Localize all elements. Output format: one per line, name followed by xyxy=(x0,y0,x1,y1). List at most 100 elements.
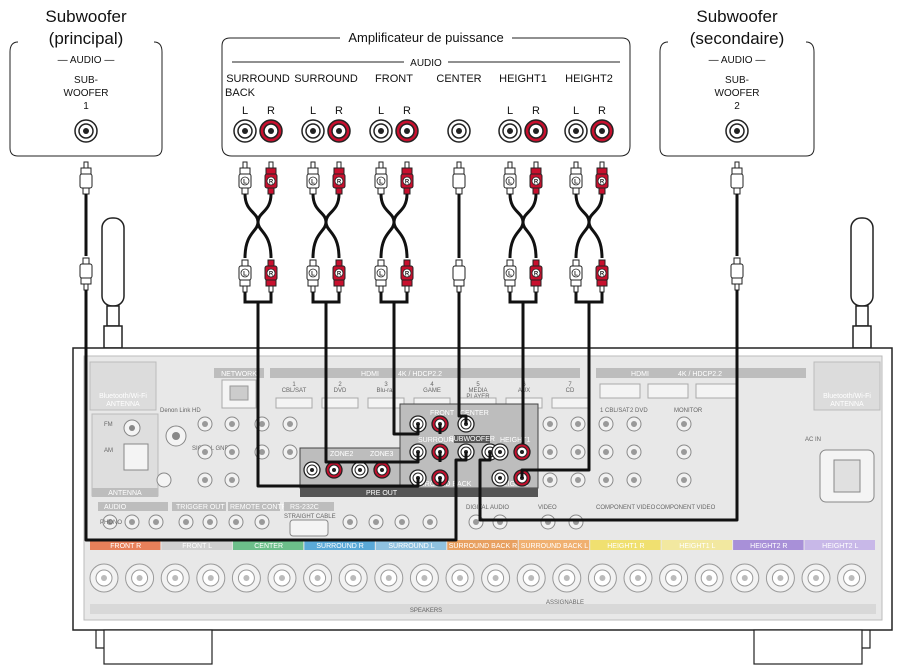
speaker-terminal xyxy=(837,563,867,593)
speaker-terminal xyxy=(125,563,155,593)
bt-antenna-right-1: Bluetooth/Wi-Fi xyxy=(823,393,871,400)
audio-in-label: AUDIO xyxy=(104,504,127,511)
subwoofer-main-jack xyxy=(74,119,98,143)
amp-channel-name: HEIGHT2 xyxy=(565,73,613,85)
bt-antenna-right-2: ANTENNA xyxy=(830,401,864,408)
cable-plug-top-right: R xyxy=(332,161,346,195)
speaker-label-text: SURROUND R xyxy=(316,543,363,550)
plug-letter: L xyxy=(574,272,578,278)
speaker-label-text: HEIGHT2 L xyxy=(822,543,858,550)
speaker-terminal xyxy=(587,563,617,593)
fm-label: FM xyxy=(104,422,113,428)
ac-in-label: AC IN xyxy=(805,437,821,443)
amp-channel-l-label: L xyxy=(310,105,316,117)
amp-channel-r-label: R xyxy=(335,105,343,117)
amp-channel-r-label: R xyxy=(532,105,540,117)
hdmi-input-label: CD xyxy=(566,388,575,394)
amplifier-title: Amplificateur de puissance xyxy=(348,30,503,45)
speaker-label-2: CENTER xyxy=(232,540,304,550)
amp-channel-name: FRONT xyxy=(375,73,413,85)
phono-label: PHONO xyxy=(100,520,122,526)
plug-letter: R xyxy=(405,272,410,278)
cable-plug-top-right: R xyxy=(400,161,414,195)
cable-plug-bottom-right: R xyxy=(332,259,346,293)
amp-channel-l-label: L xyxy=(378,105,384,117)
plug-letter: R xyxy=(269,180,274,186)
sub-cable-plug-bottom-0 xyxy=(79,257,93,291)
speaker-label-text: HEIGHT2 R xyxy=(750,543,787,550)
subwoofer-second-subtitle: (secondaire) xyxy=(690,29,785,48)
amp-jack-mono xyxy=(447,119,471,143)
speaker-terminal xyxy=(694,563,724,593)
amp-channel-3: CENTER xyxy=(436,73,482,143)
cable-plug-bottom-left: L xyxy=(503,259,517,293)
power-amplifier: Amplificateur de puissance AUDIO SURROUN… xyxy=(221,30,631,157)
plug-letter: R xyxy=(405,180,410,186)
plug-letter: R xyxy=(600,272,605,278)
amp-jack-left xyxy=(233,119,257,143)
subwoofer-secondary: Subwoofer (secondaire) — AUDIO — SUB- WO… xyxy=(659,7,815,157)
speaker-terminal xyxy=(338,563,368,593)
speaker-terminal xyxy=(516,563,546,593)
hdmi-input-label: GAME xyxy=(423,388,441,394)
cable-plug-bottom-right: R xyxy=(595,259,609,293)
bt-antenna-left-2: ANTENNA xyxy=(106,401,140,408)
subwoofer-cables xyxy=(79,161,744,291)
amp-jack-right xyxy=(590,119,614,143)
amp-jack-right xyxy=(395,119,419,143)
amp-channel-r-label: R xyxy=(598,105,606,117)
digital-audio-label: DIGITAL AUDIO xyxy=(466,505,509,511)
cbl-sat-label: 1 CBL/SAT xyxy=(600,408,630,414)
speakers-label: SPEAKERS xyxy=(410,608,442,614)
network-label: NETWORK xyxy=(221,371,257,378)
speaker-terminal xyxy=(659,563,689,593)
cable-plug-bottom-right: R xyxy=(264,259,278,293)
plug-letter: L xyxy=(311,272,315,278)
amp-channel-r-label: R xyxy=(267,105,275,117)
preout-height2-label: HEIGHT2 xyxy=(498,481,528,488)
speaker-terminal xyxy=(552,563,582,593)
plug-letter: R xyxy=(337,272,342,278)
speaker-label-5: SURROUND BACK R xyxy=(447,540,518,550)
remote-control-label: REMOTE CONTROL xyxy=(230,504,296,511)
speaker-terminal xyxy=(160,563,190,593)
zone2-label: ZONE2 xyxy=(330,451,353,458)
trigger-out-label: TRIGGER OUT xyxy=(176,504,225,511)
hdmi-out-label: HDMI xyxy=(631,371,649,378)
amp-channel-l-label: L xyxy=(242,105,248,117)
amp-channel-name-2: BACK xyxy=(225,87,256,99)
cable-plug-top-right: R xyxy=(529,161,543,195)
plug-letter: L xyxy=(379,180,383,186)
cable-plug-top-left: L xyxy=(503,161,517,195)
speaker-terminal xyxy=(374,563,404,593)
component-video-monitor-label: COMPONENT VIDEO xyxy=(656,505,716,511)
cable-1: L R L R xyxy=(306,161,346,304)
hdmi-input-label: MEDIA xyxy=(468,388,487,394)
hdmi-label: HDMI xyxy=(361,371,379,378)
subwoofer-main-label-2: WOOFER xyxy=(64,88,109,99)
amp-channel-l-label: L xyxy=(507,105,513,117)
straight-cable-label: STRAIGHT CABLE xyxy=(284,514,336,520)
subwoofer-main-label-1: SUB- xyxy=(74,75,98,86)
plug-letter: L xyxy=(311,180,315,186)
hdmi-input-label: 2 xyxy=(338,382,342,388)
speaker-terminal xyxy=(765,563,795,593)
cable-plug-bottom-left: L xyxy=(569,259,583,293)
speaker-label-text: HEIGHT1 R xyxy=(607,543,644,550)
plug-letter: L xyxy=(508,180,512,186)
cable-plug-bottom-left: L xyxy=(306,259,320,293)
plug-letter: L xyxy=(508,272,512,278)
amp-jack-right xyxy=(327,119,351,143)
subwoofer-main-label-3: 1 xyxy=(83,101,89,112)
amp-jack-right xyxy=(259,119,283,143)
subwoofer-main-subtitle: (principal) xyxy=(49,29,124,48)
cable-plug-bottom xyxy=(452,259,466,293)
